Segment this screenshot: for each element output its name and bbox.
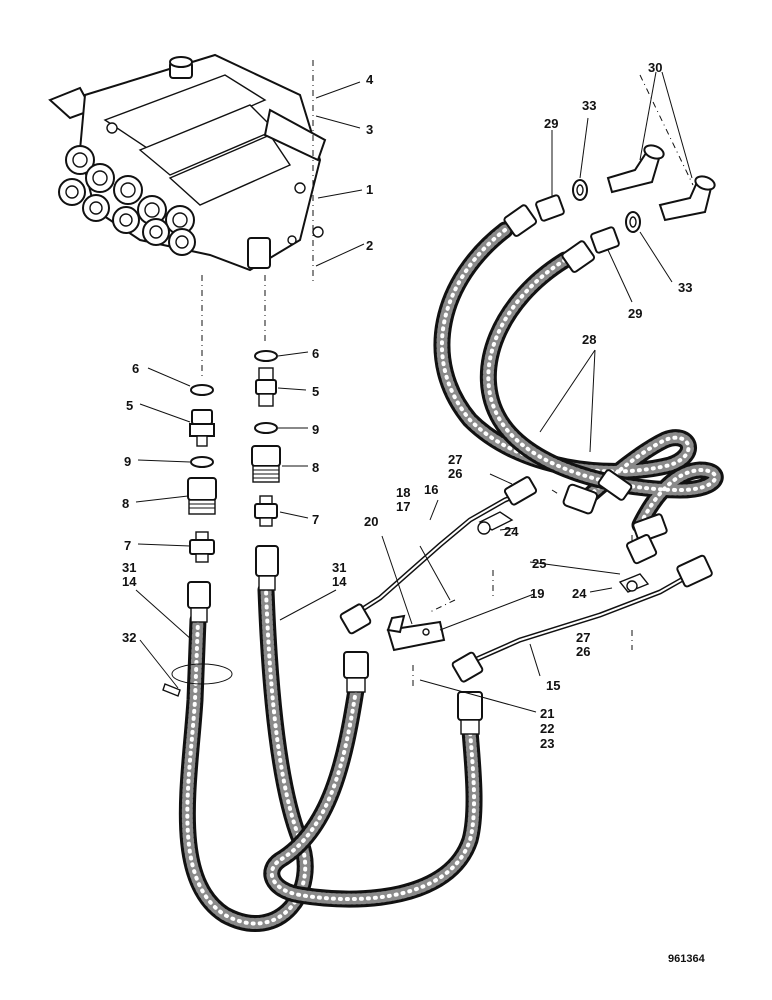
lower-hoses	[178, 545, 483, 932]
bracket-19	[386, 614, 446, 652]
callout-33-upper: 33	[582, 98, 596, 113]
callout-15: 15	[546, 678, 560, 693]
callout-7-left: 7	[124, 538, 131, 553]
left-fitting-stack	[187, 384, 217, 563]
callout-27-lower: 27	[576, 630, 590, 645]
callout-5-left: 5	[126, 398, 133, 413]
callout-17: 17	[396, 499, 410, 514]
upper-hoses	[433, 204, 724, 543]
callout-4: 4	[366, 72, 374, 87]
pipes	[339, 476, 713, 683]
callout-26-lower: 26	[576, 644, 590, 659]
callout-27-upper: 27	[448, 452, 462, 467]
callout-3: 3	[366, 122, 373, 137]
callout-18: 18	[396, 485, 410, 500]
callout-28: 28	[582, 332, 596, 347]
check-valve-8-right	[251, 445, 281, 483]
callout-23: 23	[540, 736, 554, 751]
callout-32: 32	[122, 630, 136, 645]
callout-16: 16	[424, 482, 438, 497]
check-valve-8-left	[187, 477, 217, 515]
callout-8-right: 8	[312, 460, 319, 475]
callout-25: 25	[532, 556, 546, 571]
center-fitting-stack	[251, 350, 281, 527]
callout-labels: 4 3 1 2 6 5 9 8 7 6 5 9 8 7 31 14 31 14 …	[122, 60, 692, 751]
adapter-5-left	[189, 409, 215, 447]
callout-33-lower: 33	[678, 280, 692, 295]
callout-31-left: 31	[122, 560, 136, 575]
callout-9-left: 9	[124, 454, 131, 469]
callout-24-upper: 24	[504, 524, 519, 539]
o-ring-9-right	[254, 422, 278, 434]
hose-clamp-32	[162, 663, 233, 697]
o-ring-6-left	[190, 384, 214, 396]
callout-29-upper: 29	[544, 116, 558, 131]
callout-1: 1	[366, 182, 373, 197]
callout-31-right: 31	[332, 560, 346, 575]
adapter-7-left	[189, 531, 215, 563]
elbow-30-lower	[658, 175, 716, 222]
elbow-30-upper	[606, 144, 665, 194]
drawing-number: 961364	[668, 953, 706, 965]
callout-5-right: 5	[312, 384, 319, 399]
o-ring-6-right	[254, 350, 278, 362]
callout-7-right: 7	[312, 512, 319, 527]
center-lines	[201, 60, 694, 690]
callout-30: 30	[648, 60, 662, 75]
callout-21: 21	[540, 706, 554, 721]
valve-ports	[58, 145, 196, 256]
callout-14-left: 14	[122, 574, 137, 589]
callout-2: 2	[366, 238, 373, 253]
adapter-7-right	[254, 495, 278, 527]
callout-6-left: 6	[132, 361, 139, 376]
o-ring-9-left	[190, 456, 214, 468]
callout-22: 22	[540, 721, 554, 736]
callout-19: 19	[530, 586, 544, 601]
leader-lines	[135, 71, 693, 713]
callout-26-upper: 26	[448, 466, 462, 481]
callout-24-lower: 24	[572, 586, 587, 601]
callout-29-lower: 29	[628, 306, 642, 321]
callout-8-left: 8	[122, 496, 129, 511]
adapter-5-right	[255, 367, 277, 407]
callout-9-right: 9	[312, 422, 319, 437]
callout-20: 20	[364, 514, 378, 529]
callout-14-right: 14	[332, 574, 347, 589]
callout-6-right: 6	[312, 346, 319, 361]
control-valve-block	[48, 53, 327, 272]
upper-right-fittings	[535, 144, 716, 254]
